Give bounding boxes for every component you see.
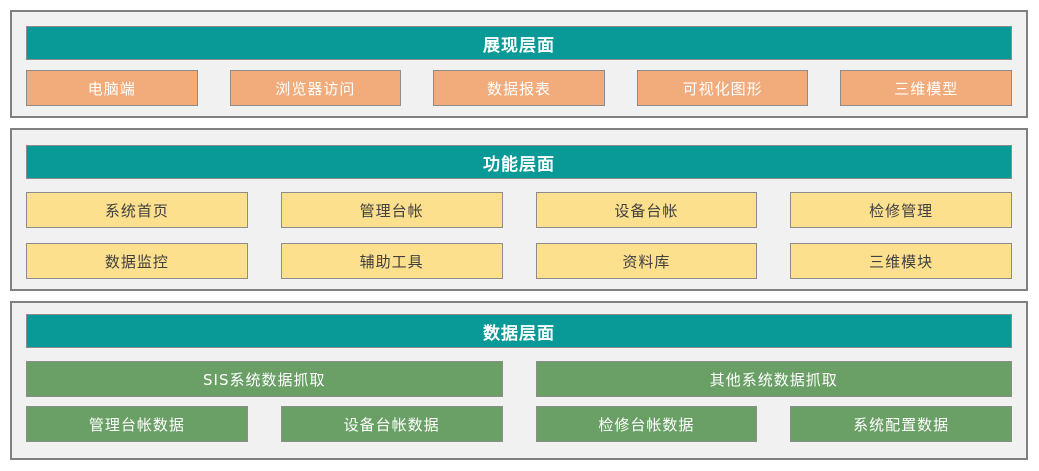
box-visualization-graphics: 可视化图形: [636, 70, 809, 106]
box-other-system-data-capture: 其他系统数据抓取: [535, 361, 1012, 397]
box-system-home: 系统首页: [26, 192, 248, 228]
box-pc-client: 电脑端: [26, 70, 198, 106]
function-layer-row-1: 系统首页 管理台帐 设备台帐 检修管理: [26, 192, 1012, 228]
data-layer-header: 数据层面: [26, 314, 1012, 348]
presentation-layer-panel: 展现层面 电脑端 浏览器访问 数据报表 可视化图形 三维模型: [10, 10, 1028, 118]
data-layer-row-1: SIS系统数据抓取 其他系统数据抓取: [26, 361, 1012, 397]
box-maintenance-ledger-data: 检修台帐数据: [535, 406, 758, 442]
box-maintenance-management: 检修管理: [790, 192, 1012, 228]
box-document-library: 资料库: [535, 243, 758, 279]
presentation-layer-row: 电脑端 浏览器访问 数据报表 可视化图形 三维模型: [26, 70, 1012, 106]
box-equipment-ledger-data: 设备台帐数据: [280, 406, 503, 442]
box-management-ledger-data: 管理台帐数据: [26, 406, 248, 442]
function-layer-header: 功能层面: [26, 145, 1012, 179]
box-data-monitoring: 数据监控: [26, 243, 248, 279]
function-layer-panel: 功能层面 系统首页 管理台帐 设备台帐 检修管理 数据监控 辅助工具 资料库 三…: [10, 128, 1028, 291]
function-layer-row-2: 数据监控 辅助工具 资料库 三维模块: [26, 243, 1012, 279]
box-3d-model: 三维模型: [840, 70, 1012, 106]
box-management-ledger: 管理台帐: [280, 192, 503, 228]
box-data-report: 数据报表: [433, 70, 605, 106]
box-equipment-ledger: 设备台帐: [535, 192, 758, 228]
data-layer-row-2: 管理台帐数据 设备台帐数据 检修台帐数据 系统配置数据: [26, 406, 1012, 442]
box-sis-data-capture: SIS系统数据抓取: [26, 361, 503, 397]
box-browser-access: 浏览器访问: [229, 70, 402, 106]
box-3d-module: 三维模块: [790, 243, 1012, 279]
data-layer-panel: 数据层面 SIS系统数据抓取 其他系统数据抓取 管理台帐数据 设备台帐数据 检修…: [10, 301, 1028, 460]
box-auxiliary-tools: 辅助工具: [280, 243, 503, 279]
box-system-config-data: 系统配置数据: [790, 406, 1012, 442]
presentation-layer-header: 展现层面: [26, 26, 1012, 60]
